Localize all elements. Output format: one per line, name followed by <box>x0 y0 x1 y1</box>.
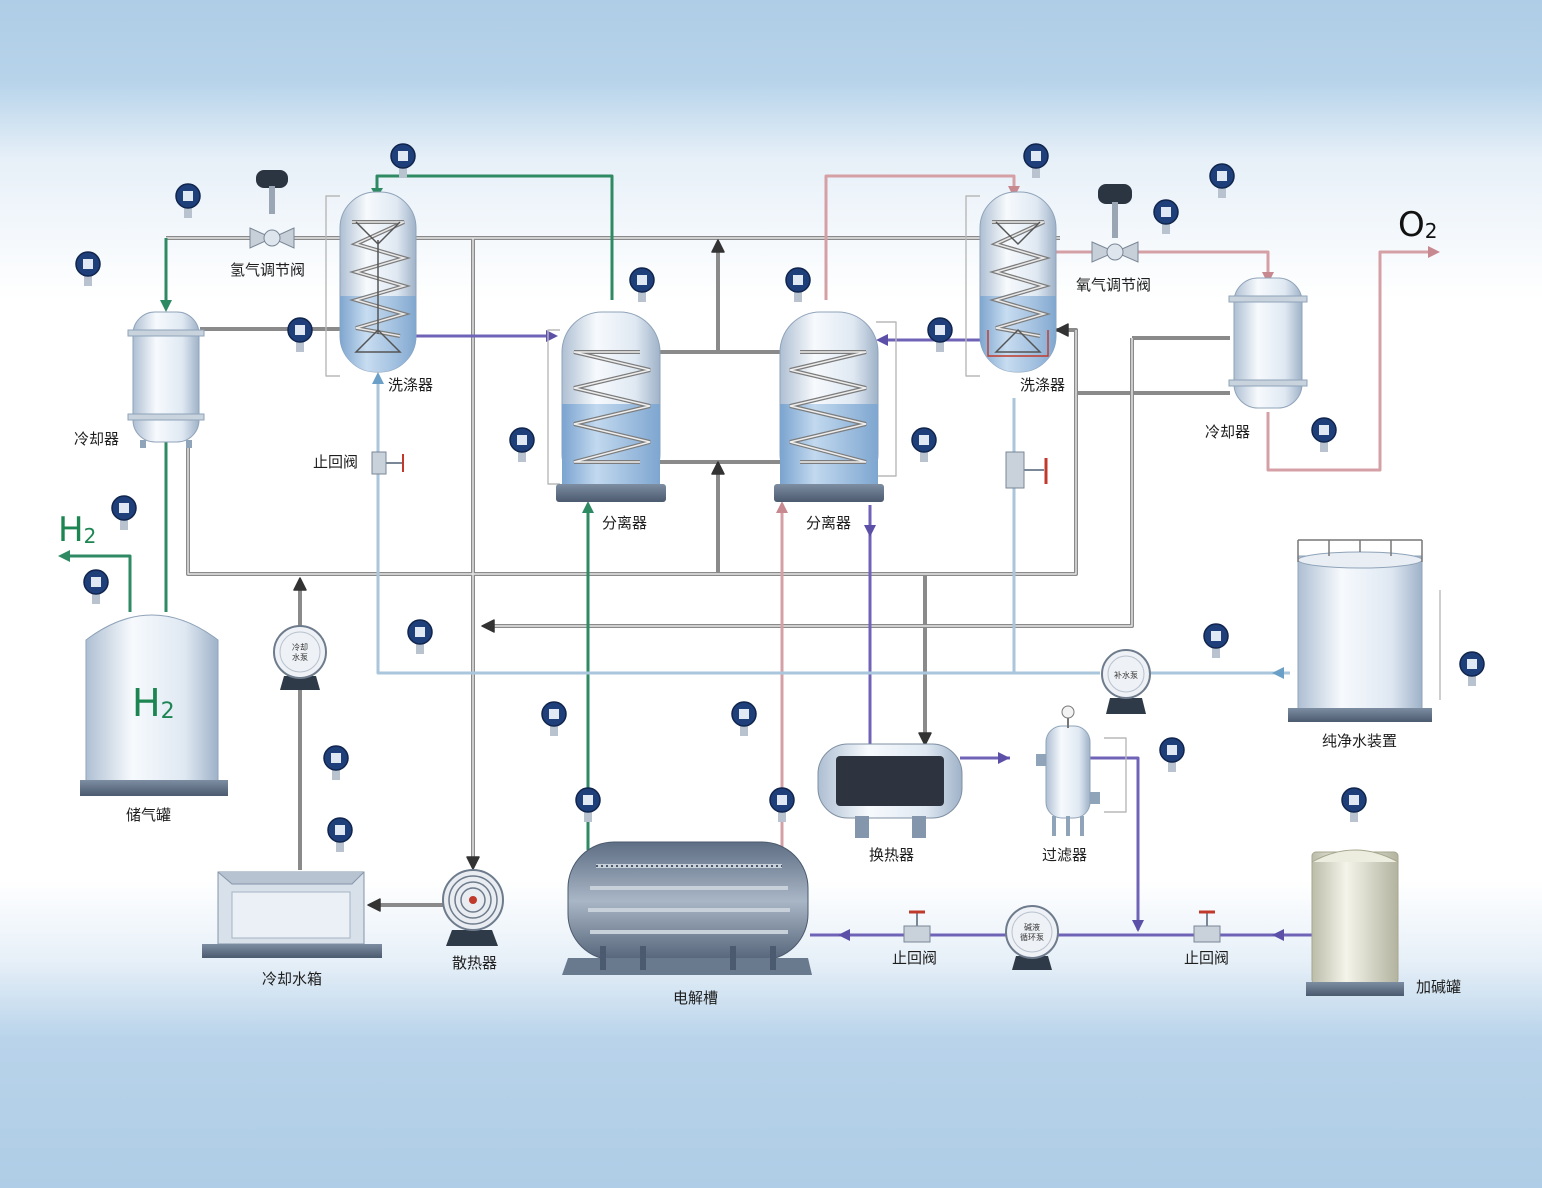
radiator-label: 散热器 <box>452 954 497 972</box>
transmitter-gauge-icon <box>327 817 353 852</box>
transmitter-gauge-icon <box>83 569 109 604</box>
transmitter-gauge-icon <box>785 267 811 302</box>
cooling-water-pump-icon <box>273 625 327 690</box>
cooling-tank-label: 冷却水箱 <box>262 970 322 988</box>
o2-outlet-label: O2 <box>1398 205 1438 245</box>
transmitter-gauge-icon <box>111 495 137 530</box>
transmitter-gauge-icon <box>769 787 795 822</box>
alkali-tank <box>1306 849 1404 996</box>
transmitter-gauge-icon <box>1023 143 1049 178</box>
transmitter-gauge-icon <box>731 701 757 736</box>
check-valve-left-label: 止回阀 <box>313 453 358 471</box>
radiator <box>442 869 504 946</box>
transmitters <box>75 143 1485 852</box>
check-valve-bottom-2-label: 止回阀 <box>1184 949 1229 967</box>
scrubber-left-label: 洗涤器 <box>388 376 433 394</box>
filter-label: 过滤器 <box>1042 846 1087 864</box>
transmitter-gauge-icon <box>75 251 101 286</box>
tank-h2-label: H2 <box>132 681 175 725</box>
transmitter-gauge-icon <box>1153 199 1179 234</box>
transmitter-gauge-icon <box>1209 163 1235 198</box>
cooling-water-tank <box>202 871 382 958</box>
transmitter-gauge-icon <box>1311 417 1337 452</box>
check-valve-bottom-2-icon <box>1193 910 1221 943</box>
filter <box>1036 705 1100 836</box>
transmitter-gauge-icon <box>287 317 313 352</box>
o2-valve-label: 氧气调节阀 <box>1076 276 1151 294</box>
transmitter-gauge-icon <box>629 267 655 302</box>
pure-water-label: 纯净水装置 <box>1322 732 1397 750</box>
separator-left <box>556 311 666 502</box>
transmitter-gauge-icon <box>927 317 953 352</box>
alkali-pump-text-1: 碱液 <box>1024 922 1040 932</box>
h2-valve-label: 氢气调节阀 <box>230 261 305 279</box>
pure-water-unit <box>1288 539 1432 722</box>
check-valve-right-icon <box>1005 451 1048 489</box>
pipes <box>58 174 1441 941</box>
transmitter-gauge-icon <box>175 183 201 218</box>
transmitter-gauge-icon <box>1459 651 1485 686</box>
makeup-pump-text: 补水泵 <box>1114 670 1138 680</box>
transmitter-gauge-icon <box>1159 737 1185 772</box>
storage-tank-label: 储气罐 <box>126 806 171 824</box>
cooling-pump-text-1: 冷却 <box>292 642 308 652</box>
alkali-tank-label: 加碱罐 <box>1416 978 1461 996</box>
o2-control-valve-icon <box>1091 184 1139 263</box>
check-valve-bottom-1-icon <box>903 910 931 943</box>
transmitter-gauge-icon <box>509 427 535 462</box>
transmitter-gauge-icon <box>390 143 416 178</box>
heat-exchanger-label: 换热器 <box>869 846 914 864</box>
separator-right <box>774 311 884 502</box>
alkali-pump-text-2: 循环泵 <box>1020 932 1044 942</box>
transmitter-gauge-icon <box>1203 623 1229 658</box>
transmitter-gauge-icon <box>407 619 433 654</box>
transmitter-gauge-icon <box>575 787 601 822</box>
separator-right-label: 分离器 <box>806 514 851 532</box>
alkali-pump-icon <box>1005 905 1059 970</box>
labels: 氢气调节阀 氧气调节阀 洗涤器 洗涤器 冷却器 冷却器 分离器 分离器 止回阀 … <box>58 205 1461 1007</box>
check-valve-left-icon <box>371 451 404 475</box>
cooler-right-label: 冷却器 <box>1205 423 1250 441</box>
separator-left-label: 分离器 <box>602 514 647 532</box>
h2-control-valve-icon <box>249 170 295 249</box>
heat-exchanger <box>817 743 963 838</box>
scrubber-right-label: 洗涤器 <box>1020 376 1065 394</box>
cooling-pump-text-2: 水泵 <box>292 652 308 662</box>
check-valve-bottom-1-label: 止回阀 <box>892 949 937 967</box>
makeup-pump-icon <box>1101 649 1151 714</box>
cooler-left-label: 冷却器 <box>74 430 119 448</box>
cooler-right <box>1228 277 1308 409</box>
transmitter-gauge-icon <box>911 427 937 462</box>
electrolyzer-label: 电解槽 <box>673 989 718 1007</box>
transmitter-gauge-icon <box>1341 787 1367 822</box>
scrubber-right <box>979 191 1057 373</box>
h2-outlet-label: H2 <box>58 510 96 550</box>
storage-tank <box>80 614 228 796</box>
scrubber-left <box>339 191 417 373</box>
cooler-left <box>127 311 205 448</box>
transmitter-gauge-icon <box>541 701 567 736</box>
transmitter-gauge-icon <box>323 745 349 780</box>
electrolyzer <box>562 841 812 975</box>
